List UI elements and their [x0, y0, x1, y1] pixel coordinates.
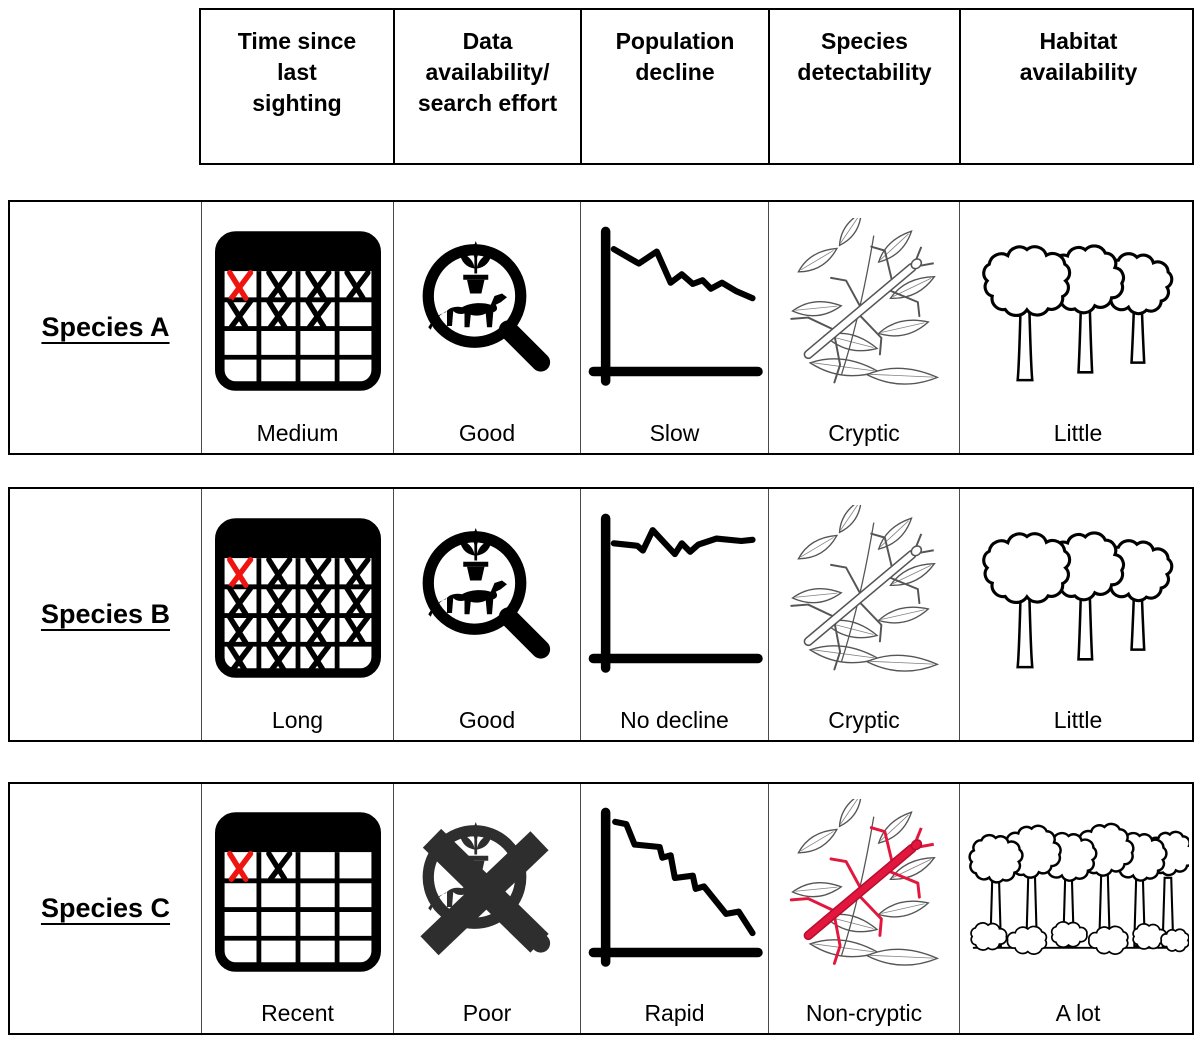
- header-population-decline: Population decline: [580, 10, 768, 163]
- species-c-time-cell: Recent: [201, 784, 393, 1033]
- species-b-habitat-cell: Little: [959, 489, 1196, 740]
- species-c-row: Species C Recent Poor Rapid Non-cryptic …: [8, 782, 1194, 1035]
- header-species-detectability: Species detectability: [768, 10, 959, 163]
- species-c-detect-cell: Non-cryptic: [768, 784, 959, 1033]
- header-data-availability-search-effort: Data availability/ search effort: [393, 10, 580, 163]
- habitat-caption: Little: [1053, 419, 1103, 446]
- decline-chart-icon: [581, 784, 768, 1001]
- time-caption: Long: [271, 706, 324, 733]
- detect-caption: Cryptic: [828, 419, 900, 446]
- species-b-label: Species B: [40, 599, 171, 629]
- species-a-search-cell: Good: [393, 202, 580, 453]
- species-b-search-cell: Good: [393, 489, 580, 740]
- species-a-row: Species A Medium Good Slow Cryptic Littl…: [8, 200, 1194, 455]
- calendar-icon: [202, 784, 393, 1001]
- species-c-label: Species C: [40, 893, 171, 923]
- species-b-decline-cell: No decline: [580, 489, 768, 740]
- decline-chart-icon: [581, 202, 768, 421]
- species-a-label-cell: Species A: [10, 202, 201, 453]
- calendar-icon: [202, 202, 393, 421]
- decline-caption: No decline: [620, 706, 729, 733]
- magnifier-animal-plant-icon: [394, 489, 580, 708]
- forest-icon: [960, 784, 1196, 1001]
- magnifier-animal-plant-icon: [394, 202, 580, 421]
- species-c-label-cell: Species C: [10, 784, 201, 1033]
- species-a-time-cell: Medium: [201, 202, 393, 453]
- criteria-header-row: Time since last sighting Data availabili…: [199, 8, 1194, 165]
- detect-caption: Non-cryptic: [805, 999, 923, 1026]
- species-b-row: Species B Long Good No decline Cryptic L…: [8, 487, 1194, 742]
- trees-icon: [960, 489, 1196, 708]
- header-time-since-last-sighting: Time since last sighting: [237, 28, 357, 117]
- habitat-caption: Little: [1053, 706, 1103, 733]
- species-a-decline-cell: Slow: [580, 202, 768, 453]
- stick-insect-icon: [769, 489, 959, 708]
- species-b-label-cell: Species B: [10, 489, 201, 740]
- search-caption: Good: [458, 706, 516, 733]
- decline-chart-icon: [581, 489, 768, 708]
- species-b-time-cell: Long: [201, 489, 393, 740]
- search-caption: Good: [458, 419, 516, 446]
- habitat-caption: A lot: [1055, 999, 1101, 1026]
- species-c-habitat-cell: A lot: [959, 784, 1196, 1033]
- species-a-habitat-cell: Little: [959, 202, 1196, 453]
- detect-caption: Cryptic: [828, 706, 900, 733]
- species-b-detect-cell: Cryptic: [768, 489, 959, 740]
- stick-insect-red-icon: [769, 784, 959, 1001]
- magnifier-crossed-out-icon: [394, 784, 580, 1001]
- decline-caption: Slow: [649, 419, 700, 446]
- time-caption: Medium: [256, 419, 339, 446]
- search-caption: Poor: [462, 999, 512, 1026]
- species-c-decline-cell: Rapid: [580, 784, 768, 1033]
- stick-insect-icon: [769, 202, 959, 421]
- header-habitat-availability: Habitat availability: [959, 10, 1196, 163]
- trees-icon: [960, 202, 1196, 421]
- species-c-search-cell: Poor: [393, 784, 580, 1033]
- species-a-detect-cell: Cryptic: [768, 202, 959, 453]
- time-caption: Recent: [261, 999, 334, 1026]
- species-a-label: Species A: [41, 312, 170, 342]
- decline-caption: Rapid: [644, 999, 705, 1026]
- calendar-icon: [202, 489, 393, 708]
